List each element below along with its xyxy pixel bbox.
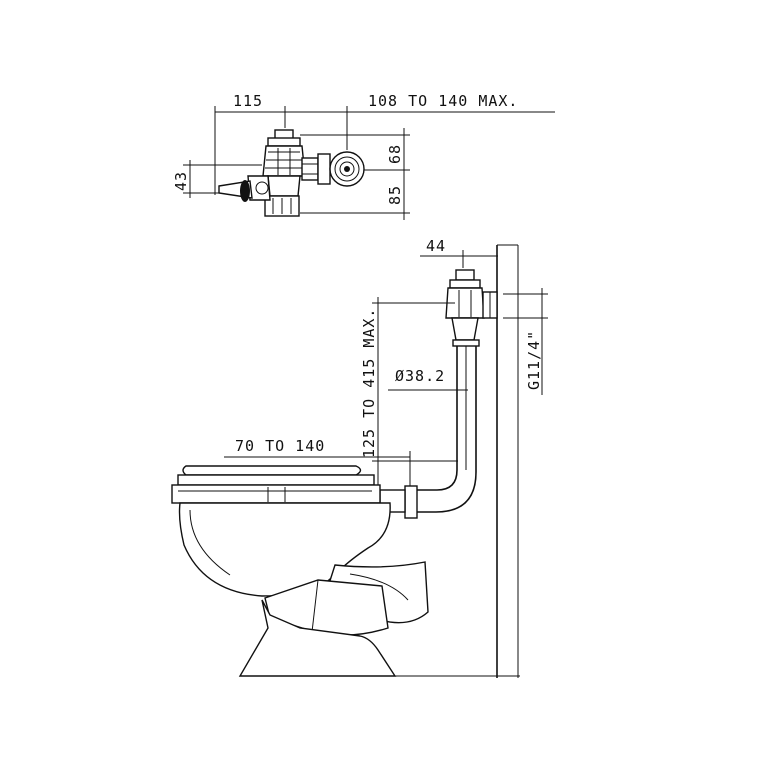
top-view: 115 108 TO 140 MAX. 68 85 43: [172, 92, 555, 220]
dim-44: 44: [426, 237, 446, 255]
dim-thread: G11/4": [525, 330, 543, 390]
dim-43: 43: [172, 171, 190, 191]
dim-125-to-415: 125 TO 415 MAX.: [360, 308, 378, 458]
dim-115: 115: [233, 92, 263, 110]
side-view: 44 G11/4" 125 TO 415 MAX. Ø38.2 70 TO 14…: [171, 237, 548, 678]
dim-108-to-140: 108 TO 140 MAX.: [368, 92, 518, 110]
dim-70-to-140: 70 TO 140: [235, 437, 325, 455]
dim-pipe-diameter: Ø38.2: [395, 367, 445, 385]
dim-68: 68: [386, 144, 404, 164]
dim-85: 85: [386, 185, 404, 205]
